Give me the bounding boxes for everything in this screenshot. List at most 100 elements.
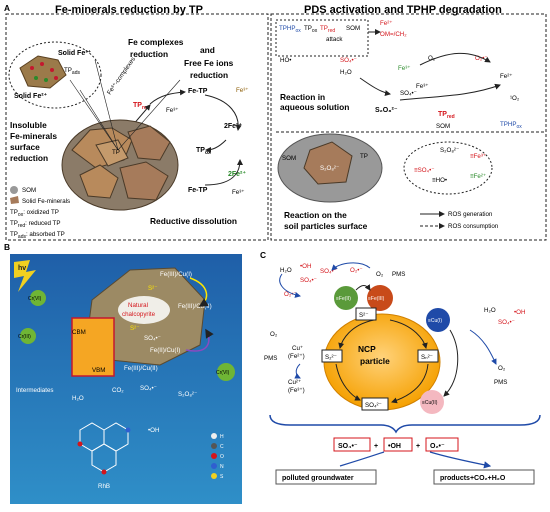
rhb-label: RhB — [98, 483, 110, 490]
so4-mid: SO₄•⁻ — [144, 335, 161, 342]
legend-tpox: TPox: oxidized TP — [10, 209, 59, 218]
fe-tp-top: Fe-TP — [188, 88, 208, 95]
s2o8-b: S₂O₈²⁻ — [320, 165, 339, 172]
c-right-arrow — [469, 329, 497, 365]
fe-tp-bottom: Fe-TP — [188, 187, 208, 194]
fe-complexes-label: Fe complexes — [128, 37, 184, 47]
c-s2: S²⁻ — [359, 312, 368, 319]
c-oh-a: •OH — [300, 263, 311, 270]
legend-mineral-swatch — [10, 196, 19, 204]
c-h2o-r: H₂O — [484, 307, 496, 314]
b-arrow-1 — [189, 277, 209, 307]
insoluble-4: reduction — [10, 153, 48, 163]
tp-ads-label: TPads — [64, 67, 80, 76]
cycle-arrow-2 — [205, 139, 227, 153]
fe-dots — [30, 62, 58, 82]
reduction-label: reduction — [130, 49, 168, 59]
reduction2-label: reduction — [190, 70, 228, 80]
cu-cycle-arrow — [443, 329, 459, 397]
legend-tpred: TPred: reduced TP — [10, 220, 60, 229]
natural-1: Natural — [128, 302, 148, 309]
legend-tpads: TPads: absorbed TP — [10, 231, 65, 240]
h2o-b: H₂O — [72, 395, 84, 402]
fe3-d: Fe³⁺ — [398, 65, 411, 72]
fe3-e: Fe³⁺ — [416, 83, 429, 90]
solid-fe2-label: Solid Fe²⁺ — [14, 92, 48, 100]
c-polluted: polluted groundwater — [282, 475, 354, 482]
sn-2-box — [417, 349, 439, 363]
c-pms-r: PMS — [494, 379, 507, 386]
o2-single: ¹O₂ — [510, 95, 520, 102]
fe3-b: Fe³⁺ — [166, 107, 179, 114]
tp-top: TPox — [304, 25, 318, 34]
soil-mineral — [303, 141, 353, 185]
atom-legend: H C O N S — [211, 433, 224, 480]
cu1-sphere — [426, 308, 450, 332]
leg-s: S — [220, 474, 224, 480]
s2o8-c: S₂O₈²⁻ — [440, 147, 459, 154]
brace — [269, 414, 541, 434]
o2-a: O₂ — [428, 55, 436, 62]
c-fe3: ≡Fe(III) — [368, 296, 385, 302]
box-o2 — [425, 437, 459, 452]
ncp-2: particle — [360, 356, 390, 366]
panel-a-right-title: PDS activation and TPHP degradation — [304, 4, 502, 16]
c-cu2: ≡Cu(II) — [422, 400, 438, 406]
b-arrow-2 — [185, 328, 214, 352]
oh-bot: •OH — [148, 427, 159, 434]
intermediates: Intermediates — [16, 387, 54, 394]
c-cu-left2: Cu²⁺ — [288, 379, 301, 386]
ncp-arrow-2 — [389, 319, 428, 349]
tp-ox-label: TPox — [196, 147, 211, 156]
fe-cu-bot: Fe(III)/Cu(II) — [124, 365, 158, 372]
ho-dot: HO• — [280, 57, 291, 64]
fe3-c: Fe³⁺ — [232, 189, 245, 196]
c-sn-2: Sₙ²⁻ — [421, 354, 433, 361]
fe-cycle-arrow — [355, 284, 371, 291]
box-oh — [383, 437, 413, 452]
c-box-oh: •OH — [388, 443, 401, 450]
cr6-top: Cr(VI) — [28, 296, 42, 302]
fe3-sphere — [367, 285, 393, 311]
c-so4-2: SO₄²⁻ — [365, 402, 382, 409]
panel-label-a: A — [4, 3, 10, 13]
cycle-arrow-3 — [204, 159, 243, 186]
aq-arrow-2 — [399, 83, 501, 101]
fe3-a: Fe³⁺ — [236, 87, 249, 94]
tp-top-red: TPred — [320, 25, 335, 34]
c-o2-d: O₂ — [270, 331, 278, 338]
c-oh-r: •OH — [514, 309, 525, 316]
fe3-complexes-label: Fe³⁺-complexes — [106, 56, 137, 96]
panel-a-right-box — [270, 13, 547, 241]
fe2-top: Fe²⁺ — [380, 20, 393, 27]
cr3-left: Cr(III) — [18, 334, 31, 340]
so4-b: SO₄•⁻ — [400, 90, 417, 97]
leg-o: O — [220, 454, 224, 460]
c-cu-left2-b: (Fe³⁺) — [288, 387, 305, 394]
reaction-aq-2: aqueous solution — [280, 102, 349, 112]
light-bolt-icon — [14, 260, 36, 292]
c-o2-r: O₂ — [498, 365, 506, 372]
natural-2: chalcopyrite — [122, 311, 156, 318]
c-o2-b: O₂ — [376, 271, 384, 278]
tphp-top: TPHPox — [279, 25, 301, 34]
cu2-sphere — [420, 390, 444, 414]
c-box-so4: SO₄•⁻ — [338, 443, 358, 450]
cr6-top-bubble — [30, 290, 46, 306]
solid-fe-ellipse — [8, 41, 102, 109]
panel-label-b: B — [4, 242, 10, 252]
panel-label-c: C — [260, 250, 266, 260]
c-products: products+CO₂+H₂O — [440, 475, 506, 482]
insoluble-3: surface — [10, 142, 40, 152]
reaction-soil-1: Reaction on the — [284, 210, 347, 220]
c-pms-a: PMS — [392, 271, 405, 278]
leg-c: C — [220, 444, 224, 450]
c-fe2: ≡Fe(II) — [336, 296, 351, 302]
c-s2-2: S₂²⁻ — [325, 354, 337, 361]
cr6-right-bubble — [217, 363, 235, 381]
insoluble-1: Insoluble — [10, 120, 47, 130]
band-gap-box — [71, 317, 115, 377]
aq-arrow-3 — [359, 77, 391, 96]
fe-cu-top: Fe(III)/Cu(I) — [160, 271, 192, 278]
